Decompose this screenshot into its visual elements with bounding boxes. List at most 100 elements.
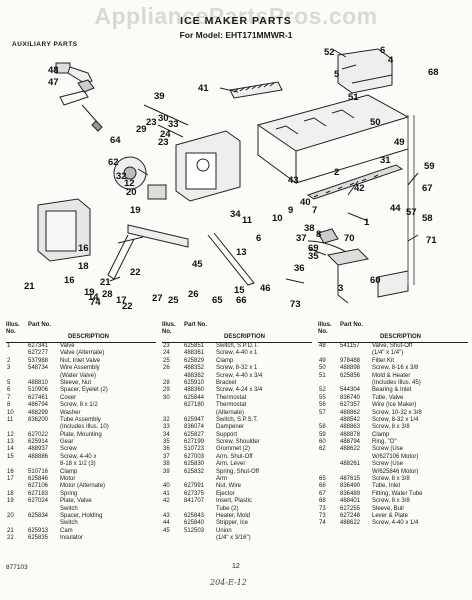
part-description: W/625846 Motor) bbox=[372, 468, 419, 475]
part-description: Screw, 8-32 x 1 bbox=[216, 365, 258, 372]
part-no: 487615 bbox=[340, 476, 361, 483]
illus-no: 38 bbox=[163, 461, 170, 468]
part-description: Bracket bbox=[216, 379, 237, 386]
illus-no: 7 bbox=[7, 394, 11, 401]
illus-no: 25 bbox=[163, 357, 170, 364]
part-no: 488352 bbox=[184, 365, 205, 372]
illus-no: 23 bbox=[163, 343, 170, 349]
part-no: 488886 bbox=[28, 453, 49, 460]
part-description: Screw (Use bbox=[372, 461, 404, 468]
part-no: 625827 bbox=[184, 431, 205, 438]
part-description: Arm, Shut-Off bbox=[216, 453, 253, 460]
callout-number: 15 bbox=[234, 285, 245, 296]
part-description: Gear bbox=[60, 439, 74, 446]
callout-number: 66 bbox=[236, 295, 247, 306]
callout-number: 16 bbox=[64, 275, 75, 286]
part-no: 510723 bbox=[184, 446, 205, 453]
illus-no: 44 bbox=[163, 520, 170, 527]
illus-no: 19 bbox=[7, 498, 14, 505]
part-no: 625914 bbox=[28, 439, 49, 446]
callout-number: 7 bbox=[312, 205, 317, 216]
table-row: (Includes Illus. 45) bbox=[318, 380, 468, 387]
callout-number: 28 bbox=[102, 289, 113, 300]
callout-number: 69 bbox=[308, 243, 319, 254]
callout-number: 16 bbox=[78, 243, 89, 254]
header-illus-no: Illus. No. bbox=[6, 322, 20, 335]
callout-number: 21 bbox=[24, 281, 35, 292]
part-no: 627199 bbox=[184, 439, 205, 446]
callout-number: 32 bbox=[116, 171, 127, 182]
illus-no: 74 bbox=[319, 520, 326, 527]
illus-no: 50 bbox=[319, 365, 326, 372]
callout-number: 1 bbox=[364, 217, 370, 228]
illus-no: 56 bbox=[319, 402, 326, 409]
illus-no: 33 bbox=[163, 424, 170, 431]
callout-number: 60 bbox=[370, 275, 381, 286]
illus-no: 41 bbox=[163, 490, 170, 497]
illus-no: 58 bbox=[319, 424, 326, 431]
part-no: 510906 bbox=[28, 387, 49, 394]
callout-number: 5 bbox=[334, 69, 340, 80]
header-part-no: Part No. bbox=[28, 322, 52, 328]
callout-number: 3 bbox=[338, 283, 343, 294]
part-description: Ejector bbox=[216, 490, 235, 497]
part-no: 488360 bbox=[184, 387, 205, 394]
callout-number: 62 bbox=[108, 157, 119, 168]
callout-number: 8 bbox=[316, 229, 321, 240]
callout-number: 6 bbox=[380, 45, 385, 56]
illus-no: 66 bbox=[319, 483, 326, 490]
part-description: Clamp bbox=[60, 468, 78, 475]
illus-no: 21 bbox=[7, 527, 14, 534]
part-no: 488401 bbox=[340, 498, 361, 505]
illus-no: 40 bbox=[163, 483, 170, 490]
part-no: 627277 bbox=[28, 350, 49, 357]
part-description: Valve (Alternate) bbox=[60, 350, 105, 357]
illus-no: 13 bbox=[7, 439, 14, 446]
header-illus-no: Illus. No. bbox=[318, 322, 332, 335]
page-title: ICE MAKER PARTS bbox=[180, 15, 292, 27]
callout-number: 23 bbox=[146, 117, 157, 128]
part-description: Sleeve, Nut bbox=[60, 379, 92, 386]
part-description: (1/4" x 3/16") bbox=[216, 535, 251, 542]
part-no: 978488 bbox=[340, 357, 361, 364]
illus-no: 73 bbox=[319, 512, 326, 519]
callout-number: 26 bbox=[188, 289, 199, 300]
illus-no: 12 bbox=[7, 431, 14, 438]
part-description: Screw, Shoulder bbox=[216, 439, 260, 446]
callout-number: 48 bbox=[48, 65, 59, 76]
illus-no: 34 bbox=[163, 431, 170, 438]
illus-no: 59 bbox=[319, 431, 326, 438]
illus-no: 62 bbox=[319, 446, 326, 453]
part-no: 836489 bbox=[340, 490, 361, 497]
callout-number: 74 bbox=[90, 297, 101, 308]
watermark: AppliancePartsPros.com bbox=[94, 3, 378, 29]
part-description: Tube, Inlet bbox=[372, 483, 401, 490]
part-description: (Alternate) bbox=[216, 409, 245, 416]
part-description: Cover bbox=[60, 394, 77, 401]
model-subtitle: For Model: EHT171MMWR-1 bbox=[179, 30, 293, 40]
illus-no: 1 bbox=[7, 343, 11, 349]
part-description: 8-18 x 1/2 (3) bbox=[60, 461, 96, 468]
callout-number: 34 bbox=[230, 209, 241, 220]
part-description: Valve, Shut-Off bbox=[372, 343, 413, 349]
part-description: Washer bbox=[60, 409, 81, 416]
part-description: Clamp bbox=[216, 357, 234, 364]
illus-no: 16 bbox=[7, 468, 14, 475]
